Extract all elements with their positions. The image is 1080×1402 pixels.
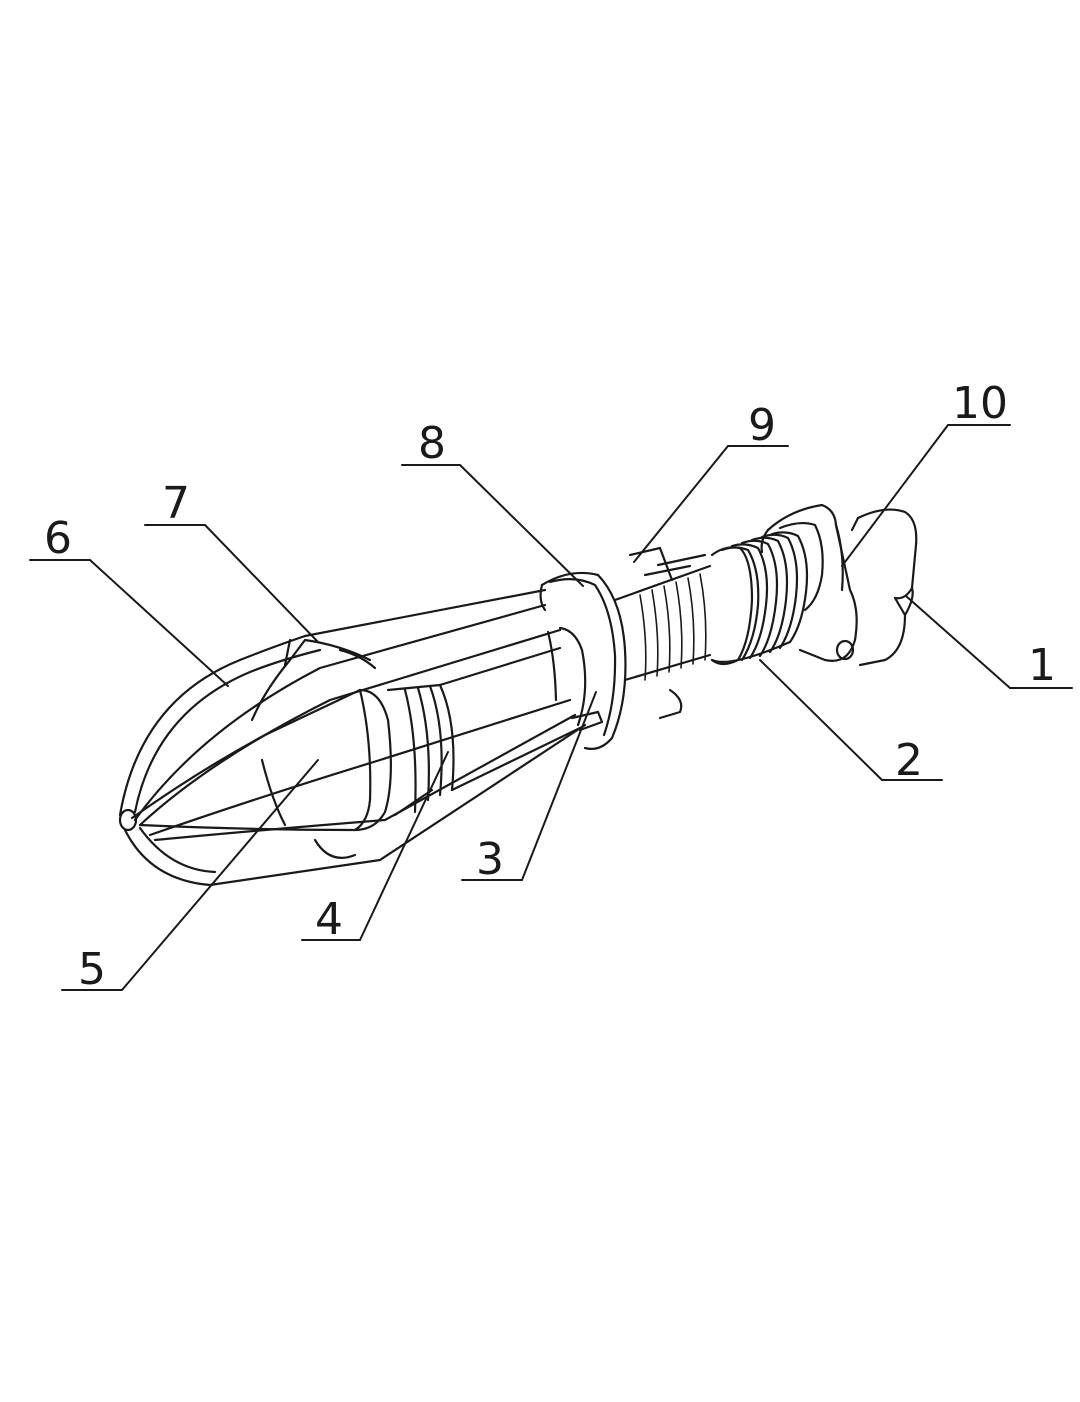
label-part-7: 7 (162, 478, 190, 529)
part-3-inner-shank (438, 626, 604, 792)
label-part-2: 2 (895, 735, 923, 786)
label-part-6: 6 (44, 513, 72, 564)
part-7-segment (250, 638, 377, 722)
label-part-3: 3 (476, 834, 504, 885)
part-10-flange (760, 503, 858, 662)
label-part-4: 4 (315, 894, 343, 945)
part-4-threaded-neck (386, 683, 455, 817)
part-5-cone (130, 688, 392, 859)
label-part-9: 9 (748, 400, 776, 451)
part-1-end-cap (850, 508, 918, 667)
part-2-spring (710, 531, 809, 666)
label-part-8: 8 (418, 418, 446, 469)
part-9-threaded-rod (613, 546, 712, 720)
part-6-outer-cage (118, 588, 587, 887)
label-part-1: 1 (1028, 640, 1056, 691)
part-labels: 1 2 3 4 5 6 7 8 9 10 (44, 378, 1056, 995)
label-part-5: 5 (78, 944, 106, 995)
leader-lines (29, 424, 1073, 991)
label-part-10: 10 (952, 378, 1008, 429)
